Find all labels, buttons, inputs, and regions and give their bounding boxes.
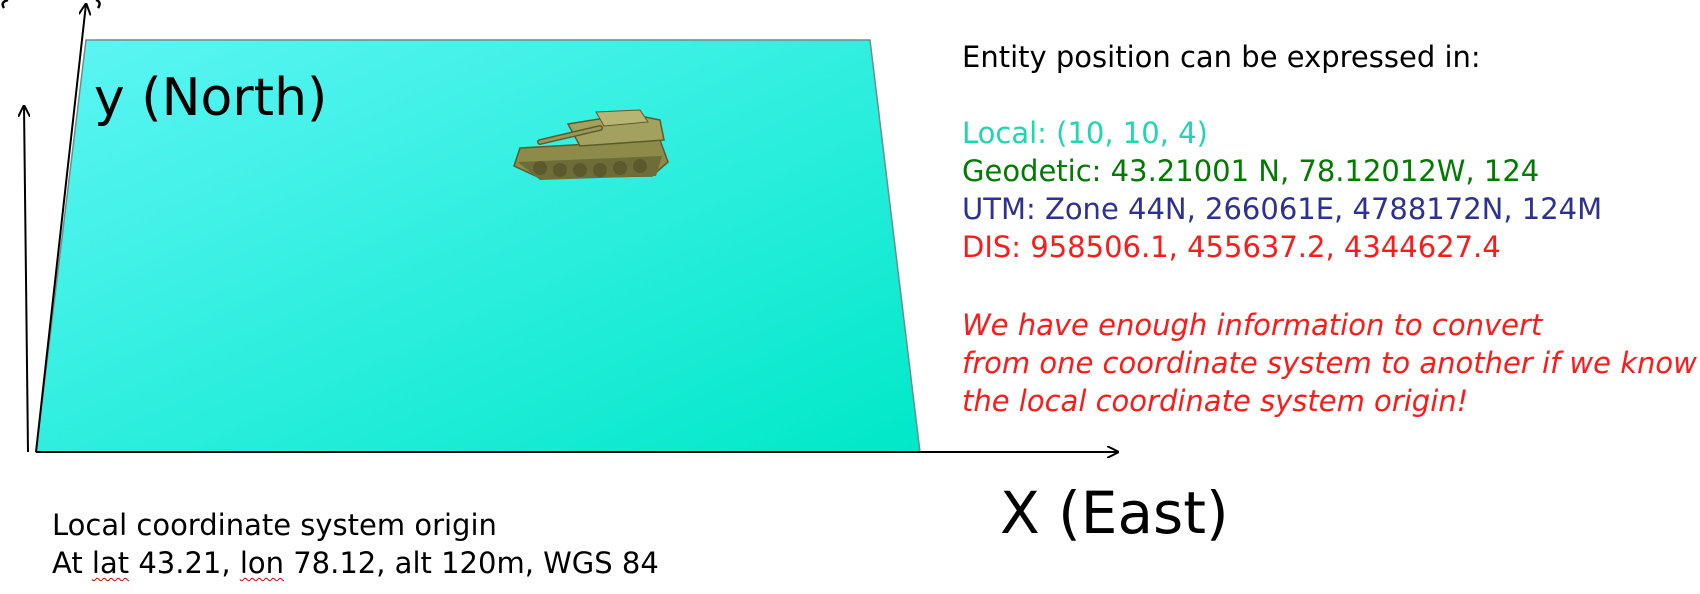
origin-text-c: 78.12, alt 120m, WGS 84 xyxy=(284,546,659,580)
origin-line-2: At lat 43.21, lon 78.12, alt 120m, WGS 8… xyxy=(52,544,659,582)
dis-coords: DIS: 958506.1, 455637.2, 4344627.4 xyxy=(962,230,1501,264)
origin-lat: lat xyxy=(91,546,130,580)
note-line-1: We have enough information to convert xyxy=(962,308,1543,342)
utm-coords: UTM: Zone 44N, 266061E, 4788172N, 124M xyxy=(962,192,1603,226)
conversion-note: We have enough information to convert fr… xyxy=(962,306,1697,420)
geodetic-coords: Geodetic: 43.21001 N, 78.12012W, 124 xyxy=(962,154,1540,188)
origin-text-b: 43.21, xyxy=(129,546,240,580)
x-axis-label: X (East) xyxy=(1000,479,1229,547)
cropped-axis-label-paren xyxy=(95,0,101,9)
z-axis-arrow xyxy=(24,106,28,453)
note-line-3: the local coordinate system origin! xyxy=(962,384,1469,418)
local-coords: Local: (10, 10, 4) xyxy=(962,116,1208,150)
y-axis-arrow xyxy=(35,4,86,453)
y-axis-label: y (North) xyxy=(94,68,328,128)
tank-icon xyxy=(513,109,669,180)
position-formats: Entity position can be expressed in: Loc… xyxy=(962,38,1602,266)
origin-lon: lon xyxy=(239,546,284,580)
cropped-axis-label xyxy=(1,0,9,9)
origin-line-1: Local coordinate system origin xyxy=(52,508,497,542)
note-line-2: from one coordinate system to another if… xyxy=(962,346,1697,380)
origin-text-a: At xyxy=(52,546,92,580)
origin-caption: Local coordinate system origin At lat 43… xyxy=(52,506,659,582)
info-heading: Entity position can be expressed in: xyxy=(962,40,1481,74)
